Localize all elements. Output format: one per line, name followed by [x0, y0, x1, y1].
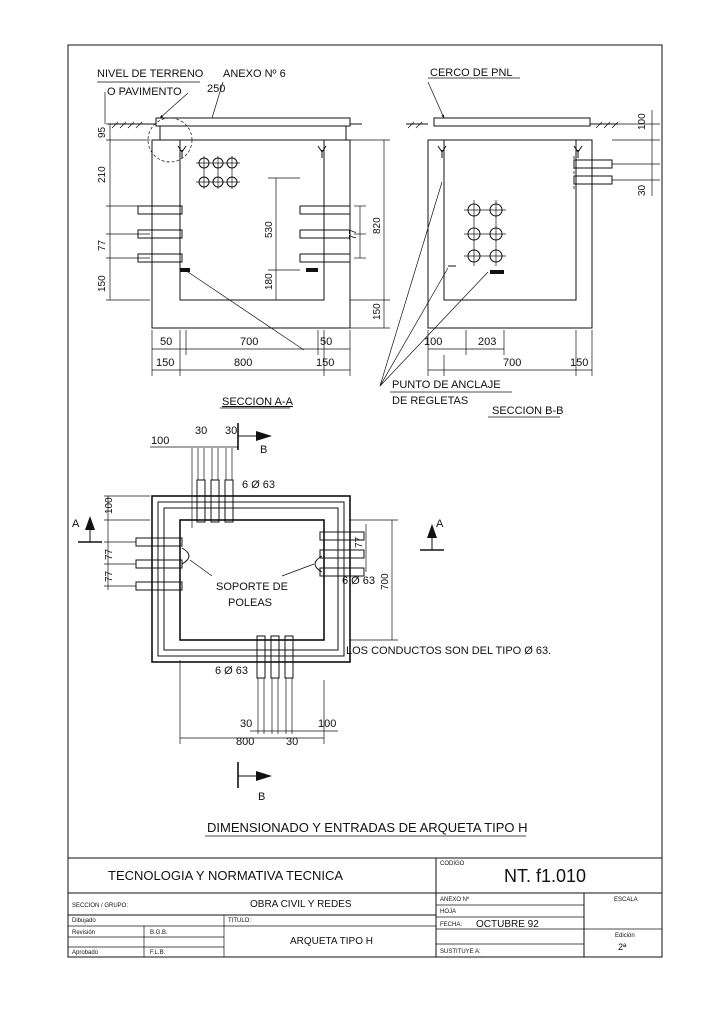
dim-30-plan-b: 30	[225, 425, 237, 437]
label-poleas: POLEAS	[228, 597, 272, 609]
dim-100-bb-bottom: 100	[424, 336, 442, 348]
dim-800-plan: 800	[236, 736, 254, 748]
tb-edicion: 2ª	[618, 942, 627, 952]
dim-77-plan-a: 77	[104, 548, 115, 560]
tb-org-name: TECNOLOGIA Y NORMATIVA TECNICA	[108, 868, 343, 883]
label-conduits-top: 6 Ø 63	[242, 479, 275, 491]
section-aa-title: SECCION A-A	[222, 396, 294, 408]
dim-180: 180	[264, 273, 275, 290]
dim-800: 800	[234, 357, 252, 369]
label-de-regletas: DE REGLETAS	[392, 395, 468, 407]
label-a-right: A	[436, 518, 444, 530]
section-bb-title: SECCION B-B	[492, 405, 564, 417]
dim-700-bb: 700	[503, 357, 521, 369]
dim-250: 250	[207, 83, 225, 95]
tb-fecha: OCTUBRE 92	[476, 919, 539, 930]
dim-150-left: 150	[97, 275, 108, 292]
dim-150-bottom-left: 150	[156, 357, 174, 369]
dim-30-plan-c: 30	[240, 718, 252, 730]
label-cerco-pnl: CERCO DE PNL	[430, 67, 513, 79]
dim-100-plan-top: 100	[151, 435, 169, 447]
label-conduits-right: 6 Ø 63	[342, 575, 375, 587]
dim-77-plan-right: 77	[354, 536, 365, 548]
conduits-right-wall	[299, 205, 351, 263]
tb-sustituye-label: SUSTITUYE A:	[440, 949, 481, 955]
dim-30-plan-d: 30	[286, 736, 298, 748]
tb-edicion-label: Edición	[615, 933, 635, 939]
label-pavimento: O PAVIMENTO	[107, 86, 182, 98]
section-a-a: NIVEL DE TERRENO O PAVIMENTO ANEXO Nº 6 …	[97, 68, 390, 409]
tb-revision: B.G.B.	[150, 930, 168, 936]
dim-820: 820	[372, 217, 383, 234]
conduits-plan-top	[196, 479, 234, 523]
label-punto-anclaje: PUNTO DE ANCLAJE	[392, 379, 501, 391]
tb-codigo: NT. f1.010	[504, 866, 586, 886]
tb-titulo-label: TITULO:	[228, 918, 251, 924]
dim-95: 95	[97, 126, 108, 138]
tb-seccion-label: SECCION / GRUPO:	[72, 903, 128, 909]
dim-700: 700	[240, 336, 258, 348]
conduit-circles-bb	[467, 203, 503, 263]
dim-700-plan: 700	[380, 573, 391, 590]
cut-arrow-a-right	[420, 524, 444, 551]
note-conductos: LOS CONDUCTOS SON DEL TIPO Ø 63.	[346, 645, 551, 657]
pulley-support-right	[314, 555, 323, 573]
pulley-support-left	[181, 547, 190, 565]
section-b-b: CERCO DE PNL 100 30 100 203 700 150 PUNT…	[379, 67, 660, 418]
tb-codigo-label: CODIGO	[440, 861, 465, 867]
tb-seccion: OBRA CIVIL Y REDES	[250, 899, 352, 910]
tb-anexo-label: ANEXO Nº	[440, 896, 470, 903]
cut-arrow-b-top	[237, 423, 272, 450]
dim-30-bb: 30	[637, 184, 648, 196]
tb-aprobado-label: Aprobado	[72, 950, 99, 956]
tb-revision-label: Revisión	[72, 930, 95, 936]
tb-escala-label: ESCALA	[614, 897, 638, 903]
tb-aprobado: F.L.B.	[150, 950, 166, 956]
dim-50-left: 50	[160, 336, 172, 348]
conduits-bb-right	[573, 159, 613, 185]
label-b-bottom: B	[258, 791, 265, 803]
dim-210: 210	[97, 166, 108, 183]
detail-circle-annex	[147, 117, 193, 163]
label-anexo-6: ANEXO Nº 6	[223, 68, 286, 80]
dim-150-bb: 150	[570, 357, 588, 369]
dim-150-bottom-right: 150	[316, 357, 334, 369]
ground-hatch-left	[111, 121, 143, 129]
sheet-border	[67, 44, 663, 958]
dim-100-bb: 100	[637, 113, 648, 130]
tb-dibujado-label: Dibujado	[72, 918, 96, 924]
conduits-plan-left	[135, 537, 183, 591]
tb-fecha-label: FECHA:	[440, 922, 462, 928]
label-conduits-bottom: 6 Ø 63	[215, 665, 248, 677]
dim-77-right: 77	[348, 228, 359, 240]
conduits-plan-right	[319, 531, 365, 577]
dim-100-plan-left: 100	[104, 497, 115, 514]
label-a-left: A	[72, 518, 80, 530]
label-nivel-terreno: NIVEL DE TERRENO	[97, 68, 204, 80]
tb-hoja-label: HOJA	[440, 909, 456, 915]
cut-arrow-b-bottom	[237, 762, 272, 788]
label-b-top: B	[260, 444, 267, 456]
title-block	[68, 857, 662, 957]
tb-titulo: ARQUETA TIPO H	[290, 936, 373, 947]
dim-77-plan-b: 77	[104, 570, 115, 582]
plan-view: 100 30 30 B 6 Ø 63 A 100 77 77 SOPORTE D…	[72, 423, 551, 803]
drawing-title: DIMENSIONADO Y ENTRADAS DE ARQUETA TIPO …	[207, 820, 528, 835]
dim-100-plan-bottom: 100	[318, 718, 336, 730]
dim-150-right: 150	[372, 303, 383, 320]
dim-77-left: 77	[97, 239, 108, 251]
cut-arrow-a-left	[78, 516, 102, 543]
label-soporte-de: SOPORTE DE	[216, 581, 288, 593]
dim-30-plan-a: 30	[195, 425, 207, 437]
dim-530: 530	[264, 221, 275, 238]
dim-203: 203	[478, 336, 496, 348]
conduits-plan-bottom	[256, 635, 294, 679]
dim-50-right: 50	[320, 336, 332, 348]
